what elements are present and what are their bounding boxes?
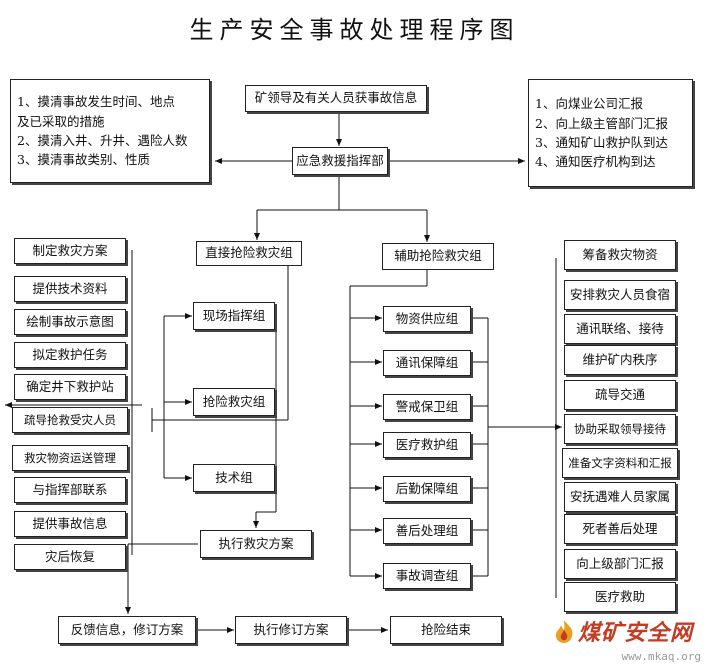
aux-subgroup-4: 医疗救护组 xyxy=(383,432,471,458)
aux-subgroup-2: 通讯保障组 xyxy=(383,350,471,376)
notify-line-4: 4、通知医疗机构到达 xyxy=(535,154,656,170)
execute-plan-box: 执行救灾方案 xyxy=(200,530,312,558)
notification-box: 1、向煤业公司汇报 2、向上级主管部门汇报 3、通知矿山救护队到达 4、通知医疗… xyxy=(528,79,693,187)
right-task-9: 死者善后处理 xyxy=(564,514,676,544)
right-task-5: 疏导交通 xyxy=(564,380,676,410)
right-task-10: 向上级部门汇报 xyxy=(564,549,676,579)
left-task-10: 灾后恢复 xyxy=(14,544,126,570)
flame-logo-icon xyxy=(555,620,573,643)
emergency-command-box: 应急救援指挥部 xyxy=(292,147,388,175)
aux-subgroup-1: 物资供应组 xyxy=(383,306,471,332)
rescue-end-box: 抢险结束 xyxy=(390,616,502,644)
situation-line-3: 2、摸清入井、升井、遇险人数 xyxy=(17,133,188,148)
aux-subgroup-7: 事故调查组 xyxy=(383,563,471,589)
aux-subgroup-6: 善后处理组 xyxy=(383,518,471,544)
left-task-1: 制定救灾方案 xyxy=(14,238,126,264)
site-watermark: 煤矿安全网 xyxy=(550,615,693,647)
notify-line-1: 1、向煤业公司汇报 xyxy=(535,96,643,112)
right-task-11: 医疗救助 xyxy=(564,582,676,612)
aux-subgroup-5: 后勤保障组 xyxy=(383,476,471,502)
left-task-5: 确定井下救护站 xyxy=(14,374,126,400)
left-task-4: 拟定救护任务 xyxy=(14,342,126,368)
onsite-command-subgroup: 现场指挥组 xyxy=(193,302,275,330)
notify-line-3: 3、通知矿山救护队到达 xyxy=(535,135,668,150)
left-task-2: 提供技术资料 xyxy=(14,276,126,302)
technical-subgroup: 技术组 xyxy=(193,464,275,492)
receive-info-box: 矿领导及有关人员获事故信息 xyxy=(245,85,427,112)
right-task-6: 协助采取领导接待 xyxy=(564,414,676,444)
left-task-7: 救灾物资运送管理 xyxy=(12,445,128,471)
watermark-url: www.mkaq.org xyxy=(621,650,701,663)
right-task-2: 安排救灾人员食宿 xyxy=(564,280,676,310)
auxiliary-rescue-group-box: 辅助抢险救灾组 xyxy=(382,243,494,270)
right-task-7: 准备文字资料和汇报 xyxy=(562,448,678,478)
left-task-3: 绘制事故示意图 xyxy=(14,309,126,335)
watermark-text: 煤矿安全网 xyxy=(577,621,693,646)
direct-rescue-group-box: 直接抢险救灾组 xyxy=(196,241,302,266)
rescue-subgroup: 抢险救灾组 xyxy=(193,388,275,416)
execute-revised-plan-box: 执行修订方案 xyxy=(235,616,347,644)
situation-line-4: 3、摸清事故类别、性质 xyxy=(17,152,150,168)
notify-line-2: 2、向上级主管部门汇报 xyxy=(535,115,668,131)
diagram-title: 生产安全事故处理程序图 xyxy=(189,16,520,44)
left-task-8: 与指挥部联系 xyxy=(14,477,126,503)
feedback-revise-box: 反馈信息，修订方案 xyxy=(58,616,196,644)
right-task-8: 安抚遇难人员家属 xyxy=(564,482,676,512)
left-task-6: 疏导抢救受灾人员 xyxy=(12,407,128,433)
situation-line-2: 及已采取的措施 xyxy=(17,113,105,129)
situation-check-box: 1、摸清事故发生时间、地点 及已采取的措施 2、摸清入井、升井、遇险人数 3、摸… xyxy=(10,79,210,183)
left-task-9: 提供事故信息 xyxy=(14,511,126,537)
right-task-1: 筹备救灾物资 xyxy=(564,240,676,270)
situation-line-1: 1、摸清事故发生时间、地点 xyxy=(17,94,175,110)
right-task-3: 通讯联络、接待 xyxy=(564,314,676,344)
aux-subgroup-3: 警戒保卫组 xyxy=(383,394,471,420)
right-task-4: 维护矿内秩序 xyxy=(564,345,676,375)
